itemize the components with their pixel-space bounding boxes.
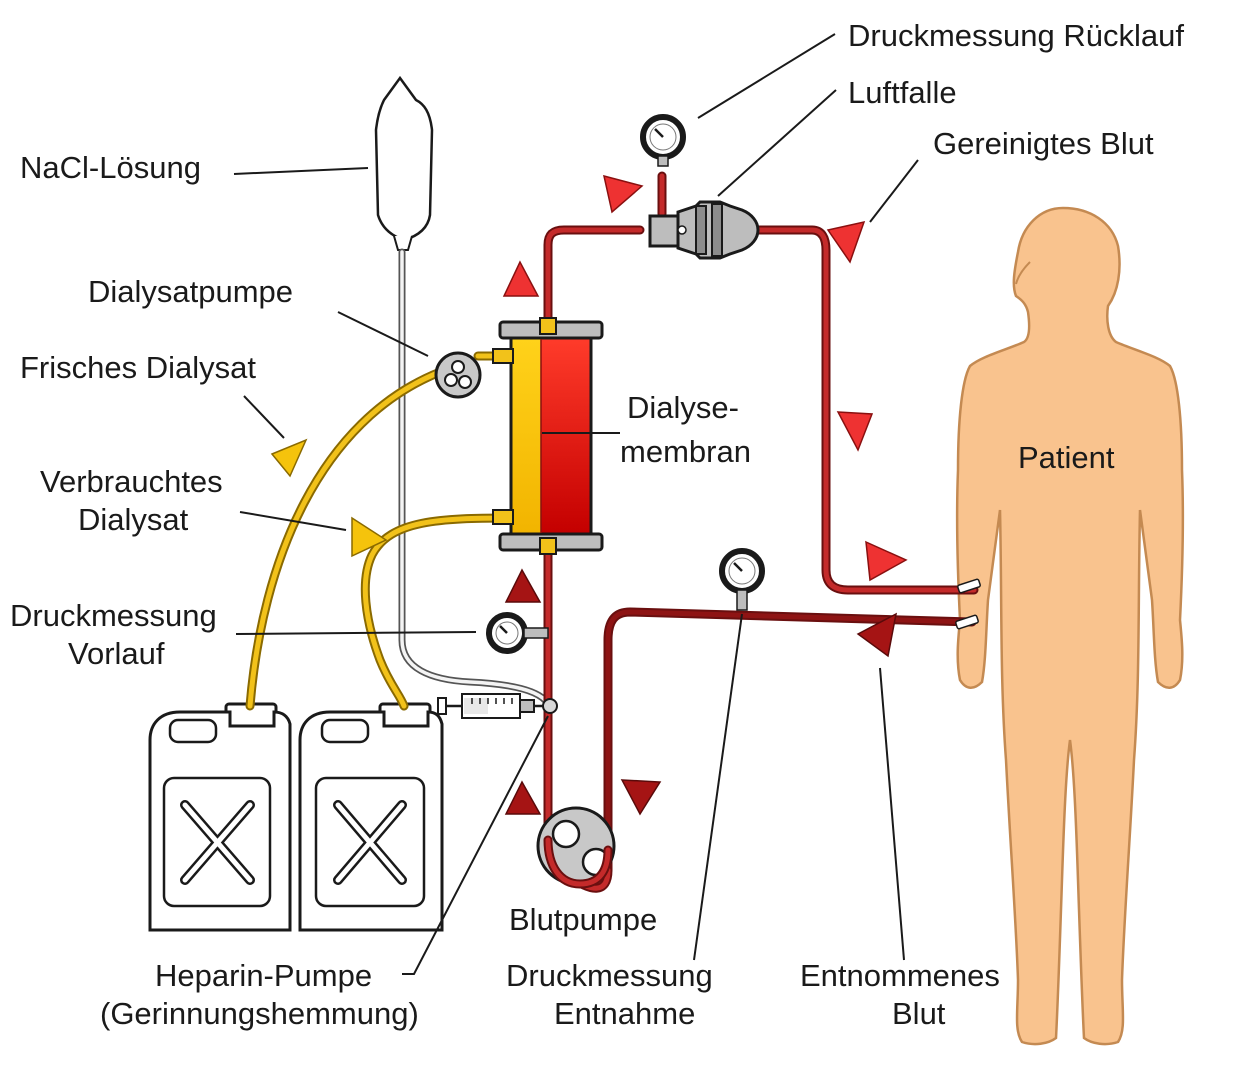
gauge-entnahme <box>719 548 765 611</box>
label-dialysemembran-1: Dialyse- <box>627 390 739 425</box>
label-heparin-1: Heparin-Pumpe <box>155 958 372 993</box>
label-blutpumpe: Blutpumpe <box>509 902 657 937</box>
fresh-dialysate-tube-outer <box>245 367 445 711</box>
label-druckmessung-ruecklauf: Druckmessung Rücklauf <box>848 18 1184 53</box>
fresh-dialysate-canister <box>148 702 292 932</box>
used-dialysate-tube-inner <box>362 515 515 709</box>
dialyzer-to-trap-outer <box>543 225 645 325</box>
label-entnommenes-2: Blut <box>892 996 946 1031</box>
dialysate-arrow-icon <box>270 438 308 478</box>
blood-lines <box>543 171 979 893</box>
fresh-dialysate-tube-inner <box>247 369 443 709</box>
label-gereinigtes-blut: Gereinigtes Blut <box>933 126 1154 161</box>
nacl-bag-outlet <box>393 235 413 251</box>
patient-body <box>955 206 1185 1046</box>
flow-arrow-up-icon <box>502 260 540 297</box>
flow-arrow-right-icon <box>865 540 908 582</box>
arterial-line-outer <box>603 607 977 875</box>
flow-arrow-down-icon <box>836 411 874 452</box>
dialysate-pump <box>434 351 482 399</box>
gauge-vorlauf <box>486 612 549 654</box>
label-entnommenes-1: Entnommenes <box>800 958 1000 993</box>
labels: Druckmessung Rücklauf Luftfalle Gereinig… <box>10 18 1184 1031</box>
label-druckmessung-entnahme-2: Entnahme <box>554 996 695 1031</box>
flow-arrow-left-icon <box>856 612 898 658</box>
label-frisches-dialysat: Frisches Dialysat <box>20 350 256 385</box>
air-trap <box>648 200 760 260</box>
label-patient: Patient <box>1018 440 1115 475</box>
dialyzer <box>492 317 604 555</box>
label-dialysemembran-2: membran <box>620 434 751 469</box>
nacl-bag <box>374 75 552 708</box>
flow-arrow-up-icon <box>504 568 542 603</box>
dialyzer-to-trap-inner <box>545 227 643 323</box>
nacl-bag-body <box>374 75 434 242</box>
flow-arrows <box>270 174 908 816</box>
flow-arrow-up-icon <box>504 780 542 815</box>
patient-face-line <box>1015 261 1031 285</box>
label-verbrauchtes-2: Dialysat <box>78 502 189 537</box>
heparin-syringe <box>437 693 558 719</box>
used-dialysate-canister <box>298 702 444 932</box>
flow-arrow-down-icon <box>826 220 866 264</box>
blood-pump <box>536 806 616 889</box>
label-druckmessung-vorlauf-1: Druckmessung <box>10 598 217 633</box>
label-verbrauchtes-1: Verbrauchtes <box>40 464 223 499</box>
label-luftfalle: Luftfalle <box>848 75 957 110</box>
gauge-rucklauf <box>640 114 686 167</box>
label-druckmessung-entnahme-1: Druckmessung <box>506 958 713 993</box>
nacl-line-inner <box>400 250 550 706</box>
dialyzer-blood-side <box>541 339 590 533</box>
venous-line-outer <box>753 225 979 595</box>
patient-cannulas <box>955 578 981 630</box>
flow-arrow-down-icon <box>620 779 662 816</box>
arterial-line-inner <box>605 609 975 873</box>
flow-arrow-right-icon <box>603 174 644 214</box>
label-heparin-2: (Gerinnungshemmung) <box>100 996 419 1031</box>
dialysate-tubes <box>245 351 517 711</box>
label-dialysatpumpe: Dialysatpumpe <box>88 274 293 309</box>
patient-figure <box>955 206 1185 1046</box>
dialysate-arrow-icon <box>351 516 388 558</box>
label-nacl-loesung: NaCl-Lösung <box>20 150 201 185</box>
leader-lines <box>233 33 919 975</box>
label-druckmessung-vorlauf-2: Vorlauf <box>68 636 165 671</box>
venous-line-inner <box>755 227 977 593</box>
